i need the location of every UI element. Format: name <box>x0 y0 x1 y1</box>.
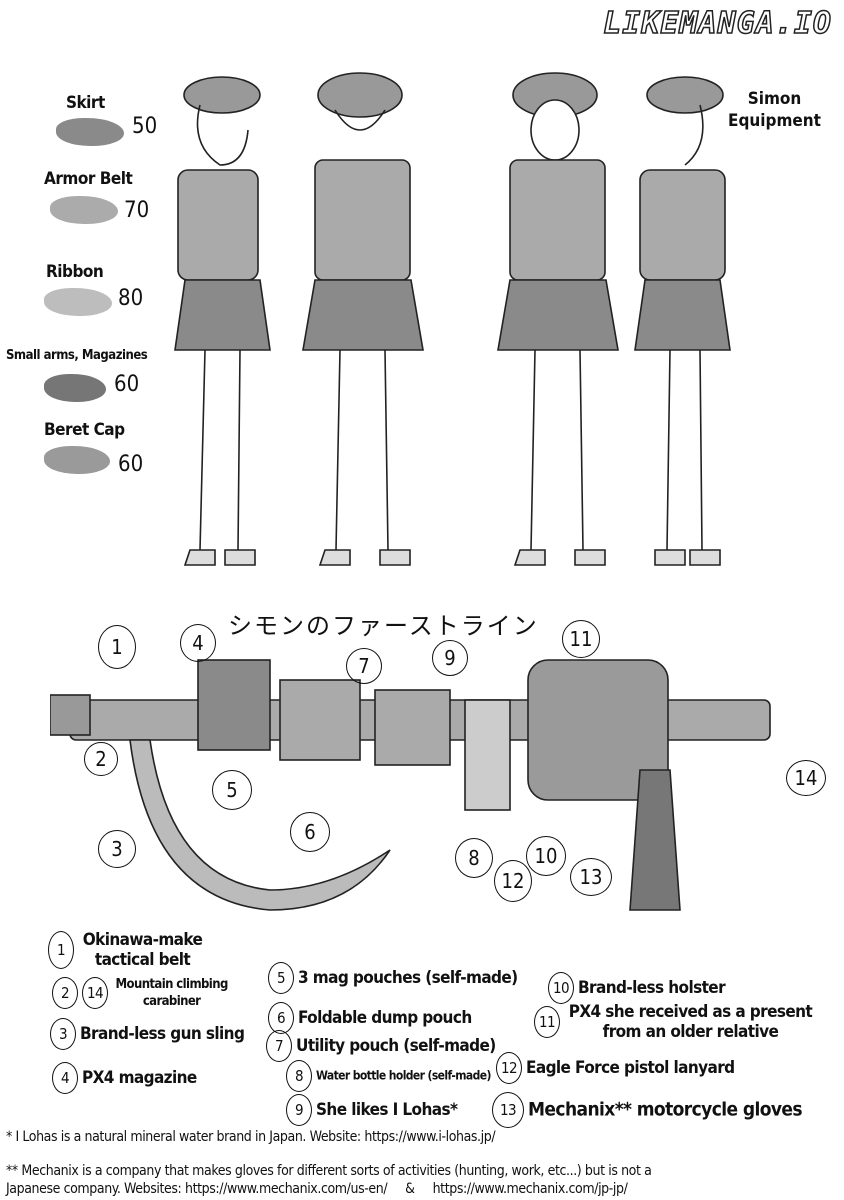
callout-10: 10 <box>526 836 566 876</box>
swatch-label-ribbon: Ribbon <box>46 262 104 282</box>
legend-text: Brand-less gun sling <box>80 1024 245 1044</box>
callout-11: 11 <box>562 620 600 658</box>
callout-7: 7 <box>346 648 382 684</box>
swatch-value-skirt: 50 <box>132 114 158 139</box>
callout-4: 4 <box>180 624 216 662</box>
legend-text: Mountain climbing <box>115 977 228 992</box>
legend-number: 5 <box>268 962 294 994</box>
legend-text: Foldable dump pouch <box>298 1008 472 1028</box>
heading-line1: Simon <box>747 89 802 109</box>
legend-text: Water bottle holder (self-made) <box>316 1068 491 1083</box>
page-heading: Simon Equipment <box>728 88 821 132</box>
legend-number: 2 <box>52 977 78 1009</box>
legend-item-8: 8 Water bottle holder (self-made) <box>286 1060 491 1092</box>
figure-side-left <box>174 76 271 566</box>
figure-side-right <box>634 76 731 566</box>
legend-number: 7 <box>266 1030 292 1062</box>
figure-back <box>302 72 424 566</box>
belt-title-japanese: シモンのファーストライン <box>228 612 539 640</box>
swatch-label-armor-belt: Armor Belt <box>44 169 133 189</box>
footnote-mechanix-line1: ** Mechanix is a company that makes glov… <box>6 1163 652 1179</box>
callout-14: 14 <box>786 760 826 796</box>
character-turnaround-illustration <box>174 72 731 566</box>
legend-text: PX4 she received as a present <box>568 1002 813 1022</box>
callout-13: 13 <box>570 858 612 896</box>
callout-5: 5 <box>212 770 252 810</box>
legend-number: 12 <box>496 1052 522 1084</box>
swatch-value-ribbon: 80 <box>118 286 144 311</box>
legend-text: Utility pouch (self-made) <box>296 1036 496 1056</box>
swatch-small-arms <box>44 374 106 402</box>
footnote-i-lohas: * I Lohas is a natural mineral water bra… <box>6 1129 496 1145</box>
legend-number: 4 <box>52 1062 78 1094</box>
legend-number: 13 <box>492 1092 524 1128</box>
legend-text: PX4 magazine <box>82 1068 197 1088</box>
swatch-skirt <box>56 118 124 146</box>
callout-3: 3 <box>98 830 136 868</box>
figure-front <box>497 72 619 566</box>
callout-1: 1 <box>98 625 136 669</box>
legend-text: 3 mag pouches (self-made) <box>298 968 518 988</box>
swatch-armor-belt <box>50 196 118 224</box>
legend-text-line2: carabiner <box>142 994 201 1009</box>
legend-text: Brand-less holster <box>578 978 726 998</box>
legend-number: 10 <box>548 972 574 1004</box>
watermark: LIKEMANGA.IO <box>603 5 832 42</box>
legend-text: Okinawa-make <box>82 930 203 950</box>
callout-8: 8 <box>455 838 493 878</box>
legend-text: Eagle Force pistol lanyard <box>526 1058 735 1078</box>
swatch-beret-cap <box>44 446 110 474</box>
heading-line2: Equipment <box>728 111 821 131</box>
legend-number: 1 <box>48 931 74 969</box>
swatch-value-beret-cap: 60 <box>118 452 144 477</box>
legend-number: 11 <box>534 1006 560 1038</box>
swatch-label-small-arms: Small arms, Magazines <box>6 348 148 363</box>
legend-number: 9 <box>286 1094 312 1126</box>
swatch-label-skirt: Skirt <box>66 93 105 113</box>
legend-text: She likes I Lohas* <box>316 1100 458 1120</box>
swatch-ribbon <box>44 288 112 316</box>
callout-12: 12 <box>494 860 532 902</box>
legend-number-2: 14 <box>82 977 108 1009</box>
callout-9: 9 <box>432 640 468 676</box>
swatch-value-small-arms: 60 <box>114 372 140 397</box>
swatch-value-armor-belt: 70 <box>124 198 150 223</box>
legend-text-line2: tactical belt <box>94 950 191 970</box>
tactical-belt-illustration <box>50 659 771 911</box>
legend-number: 8 <box>286 1060 312 1092</box>
callout-6: 6 <box>290 812 330 852</box>
swatch-label-beret-cap: Beret Cap <box>44 420 125 440</box>
legend-number: 3 <box>50 1018 76 1050</box>
legend-text-line2: from an older relative <box>602 1022 779 1042</box>
legend-text: Mechanix** motorcycle gloves <box>528 1098 803 1121</box>
callout-2: 2 <box>84 742 118 776</box>
footnote-mechanix-line2: Japanese company. Websites: https://www.… <box>6 1181 628 1197</box>
